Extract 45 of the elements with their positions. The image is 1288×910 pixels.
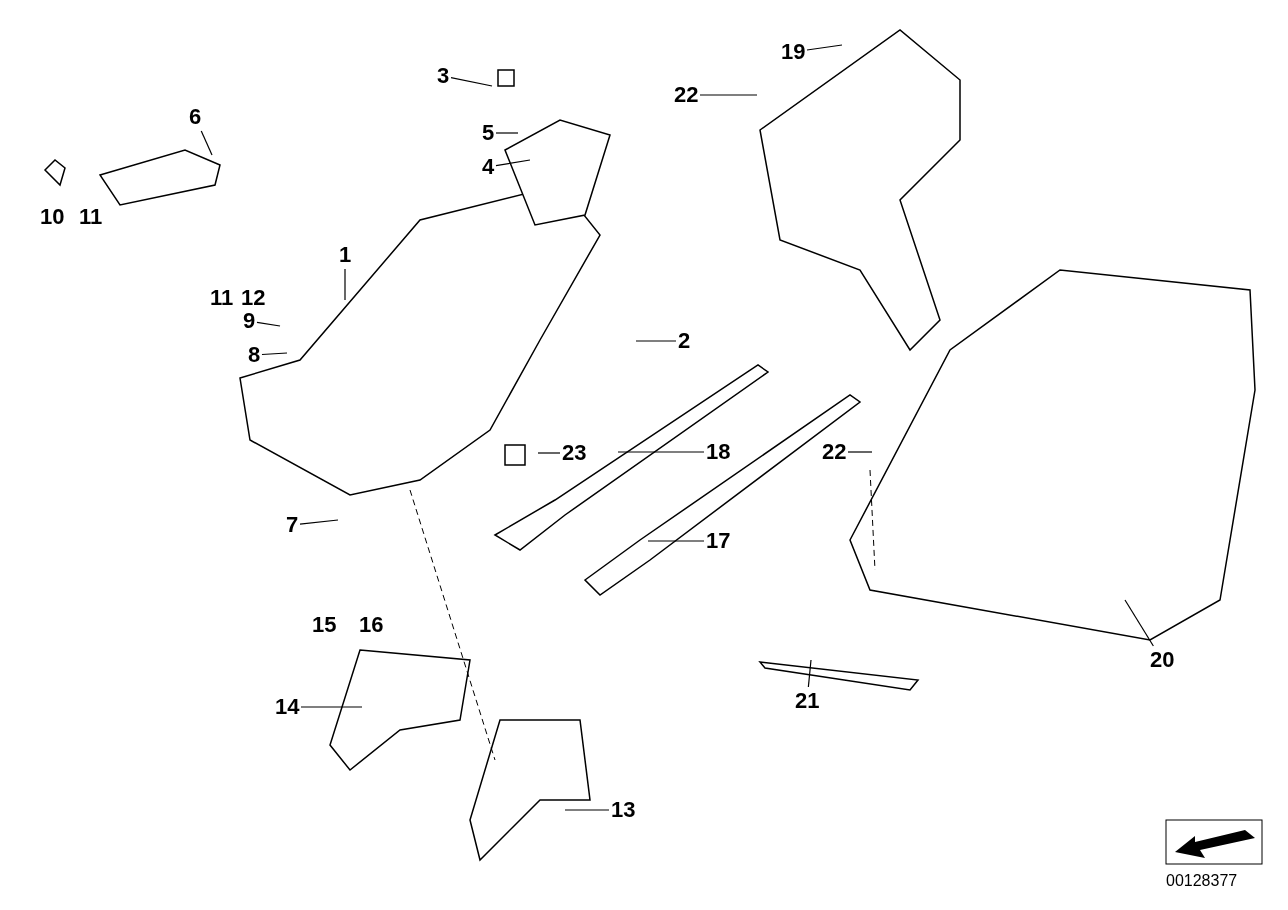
callout-number: 6 — [189, 105, 202, 129]
callout-number: 8 — [248, 343, 261, 367]
leader-line — [699, 94, 758, 96]
callout-number: 5 — [482, 121, 495, 145]
leader-line — [635, 340, 677, 342]
leader-line — [537, 452, 561, 454]
leader-line — [1124, 599, 1154, 647]
leader-line — [299, 519, 339, 525]
leader-line — [647, 540, 705, 542]
leader-line — [564, 809, 610, 811]
callout-number: 23 — [562, 441, 587, 465]
diagram-number: 00128377 — [1166, 872, 1238, 890]
leader-line — [344, 268, 346, 301]
callout-number: 20 — [1150, 648, 1175, 672]
callout-number: 19 — [781, 40, 806, 64]
callout-number: 11 — [79, 205, 103, 229]
leader-line — [617, 451, 705, 453]
leader-line — [261, 352, 288, 356]
callout-number: 14 — [275, 695, 300, 719]
leader-line — [200, 130, 213, 156]
callout-number: 22 — [674, 83, 699, 107]
leader-line — [495, 132, 519, 134]
callout-number: 9 — [243, 309, 256, 333]
callout-number: 3 — [437, 64, 450, 88]
callout-number: 15 — [312, 613, 337, 637]
callout-number: 17 — [706, 529, 731, 553]
leader-line — [300, 706, 363, 708]
callout-number: 22 — [822, 440, 847, 464]
callout-number: 7 — [286, 513, 299, 537]
callout-number: 21 — [795, 689, 820, 713]
leader-line — [256, 321, 281, 327]
callout-number: 13 — [611, 798, 636, 822]
callout-number: 12 — [241, 286, 266, 310]
leader-line — [495, 159, 531, 167]
leader-line — [450, 77, 493, 87]
callout-number: 11 — [210, 286, 234, 310]
leader-line — [807, 659, 812, 688]
leader-line — [847, 451, 873, 453]
leader-line — [806, 44, 843, 51]
callout-number: 10 — [40, 205, 65, 229]
callout-number: 16 — [359, 613, 384, 637]
callout-number: 18 — [706, 440, 731, 464]
callout-number: 1 — [339, 243, 352, 267]
callout-number: 2 — [678, 329, 691, 353]
callout-number: 4 — [482, 155, 495, 179]
